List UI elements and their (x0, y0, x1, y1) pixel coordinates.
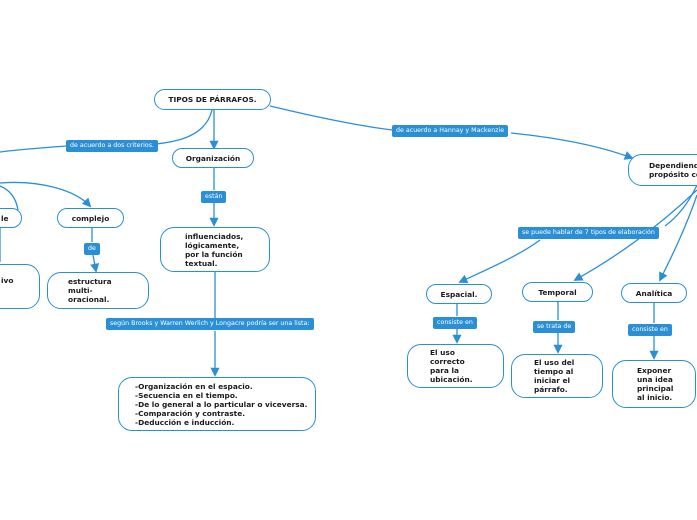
node-complejo[interactable]: complejo (57, 208, 124, 228)
node-temporal-definicion[interactable]: El uso del tiempo al iniciar el párrafo. (511, 354, 603, 398)
link-hannay-dependiendo (510, 132, 634, 160)
node-espacial[interactable]: Espacial. (426, 284, 492, 304)
node-espacial-definicion[interactable]: El uso correcto para la ubicación. (407, 344, 504, 388)
link-dependiendo-siete (664, 184, 697, 227)
node-estructura-multioracional[interactable]: estructura multi- oracional. (47, 272, 149, 309)
node-temporal[interactable]: Temporal (522, 282, 593, 302)
link-label-consiste-en-espacial[interactable]: consiste en (433, 317, 477, 329)
node-analitica[interactable]: Analítica (621, 283, 687, 303)
link-criterios-left (0, 145, 67, 153)
node-lista-organizacion[interactable]: -Organización en el espacio. -Secuencia … (118, 377, 316, 431)
link-label-dos-criterios[interactable]: de acuerdo a dos criterios. (66, 140, 158, 152)
link-root-hannay (269, 105, 393, 131)
link-label-se-trata-de[interactable]: se trata de (533, 321, 576, 333)
link-label-consiste-en-analitica[interactable]: consiste en (628, 324, 672, 336)
node-analitica-definicion[interactable]: Exponer una idea principal al inicio. (612, 360, 696, 408)
node-left-partial-top[interactable]: le (0, 208, 22, 228)
link-left-partial (0, 185, 19, 211)
node-dependiendo-proposito[interactable]: Dependiendo propósito co (628, 154, 697, 186)
link-label-segun-brooks[interactable]: según Brooks y Warren Werlich y Longacre… (106, 318, 314, 330)
link-siete-espacial (458, 239, 541, 284)
link-left-complejo (0, 181, 92, 208)
link-label-siete-tipos[interactable]: se puede hablar de 7 tipos de elaboració… (518, 227, 659, 239)
link-de-estructura (90, 254, 100, 273)
node-organizacion[interactable]: Organización (172, 148, 254, 168)
link-label-estan[interactable]: están (201, 191, 227, 203)
root-node-tipos-de-parrafos[interactable]: TIPOS DE PÁRRAFOS. (154, 89, 271, 110)
link-label-de[interactable]: de (84, 243, 100, 255)
node-influenciados[interactable]: influenciados, lógicamente, por la funci… (160, 227, 270, 272)
link-dependiendo-analitica (659, 194, 697, 282)
link-label-hannay-mackenzie[interactable]: de acuerdo a Hannay y Mackenzie (392, 125, 509, 137)
node-left-partial-bottom[interactable]: ivo (0, 264, 40, 309)
